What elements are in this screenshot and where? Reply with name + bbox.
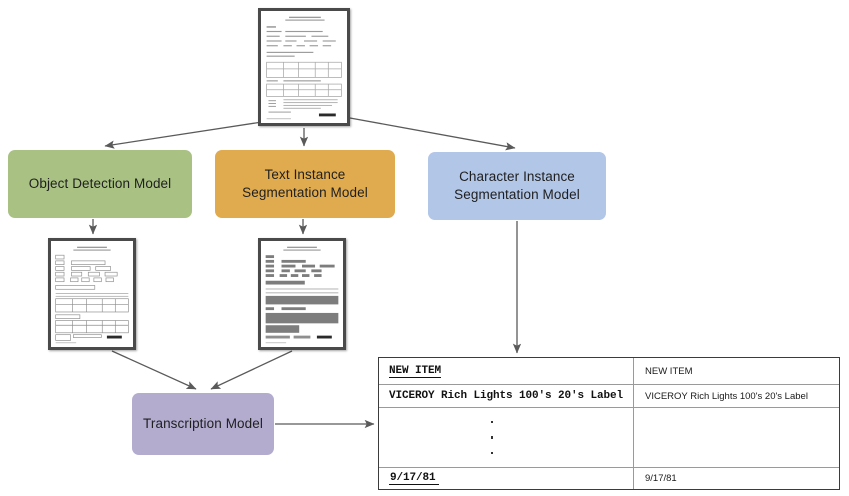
source-document-thumbnail xyxy=(258,8,350,126)
table-cell-scan: 9/17/81 xyxy=(379,468,634,489)
table-cell-scan: NEW ITEM xyxy=(379,358,634,384)
arrow-source-to-object-detection xyxy=(104,121,263,149)
node-character-instance-segmentation-model[interactable]: Character Instance Segmentation Model xyxy=(428,152,606,220)
node-transcription-model[interactable]: Transcription Model xyxy=(132,393,274,455)
table-cell-transcription: 9/17/81 xyxy=(645,473,677,484)
ellipsis-dot xyxy=(490,436,494,439)
table-cell-scan-text: NEW ITEM xyxy=(389,364,442,378)
table-cell-scan-ellipsis xyxy=(379,408,634,467)
arrow-detected-doc-to-transcription xyxy=(111,350,197,390)
node-object-detection-model[interactable]: Object Detection Model xyxy=(8,150,192,218)
node-text-instance-label-line2: Segmentation Model xyxy=(242,185,368,200)
table-cell-scan-text: 9/17/81 xyxy=(389,472,439,485)
table-cell-transcription: NEW ITEM xyxy=(645,365,693,377)
segmented-document-image xyxy=(261,241,343,347)
detected-document-image xyxy=(51,241,133,347)
arrow-source-to-character-instance xyxy=(349,117,516,151)
node-character-instance-label-line2: Segmentation Model xyxy=(454,187,580,202)
ellipsis-dot xyxy=(490,451,494,455)
detected-document-thumbnail xyxy=(48,238,136,350)
table-cell-scan: VICEROY Rich Lights 100's 20's Label xyxy=(379,385,634,407)
table-row: NEW ITEM NEW ITEM xyxy=(379,358,839,385)
arrow-segmented-doc-to-transcription xyxy=(210,350,293,390)
node-transcription-label: Transcription Model xyxy=(143,416,263,432)
node-object-detection-label: Object Detection Model xyxy=(28,176,172,192)
table-row-ellipsis xyxy=(379,408,839,468)
node-text-instance-label-line1: Text Instance xyxy=(264,167,346,183)
segmented-document-thumbnail xyxy=(258,238,346,350)
table-row: VICEROY Rich Lights 100's 20's Label VIC… xyxy=(379,385,839,408)
node-text-instance-segmentation-model[interactable]: Text Instance Segmentation Model xyxy=(215,150,395,218)
table-cell-transcription-ellipsis xyxy=(634,408,839,467)
table-cell-transcription: VICEROY Rich Lights 100's 20's Label xyxy=(645,390,808,402)
node-character-instance-label-line1: Character Instance xyxy=(459,169,575,185)
vertical-ellipsis-icon xyxy=(389,408,633,467)
source-document-image xyxy=(261,11,347,123)
ellipsis-dot xyxy=(490,420,494,424)
table-row: 9/17/81 9/17/81 xyxy=(379,468,839,489)
output-table: NEW ITEM NEW ITEM VICEROY Rich Lights 10… xyxy=(378,357,840,490)
